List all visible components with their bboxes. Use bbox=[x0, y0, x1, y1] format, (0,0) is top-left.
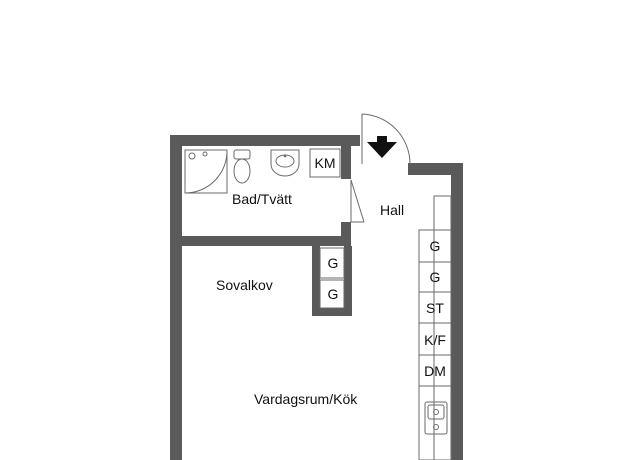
wall-bath-right-lower bbox=[341, 222, 351, 246]
toilet-tank bbox=[233, 149, 251, 160]
wall-left bbox=[170, 135, 182, 460]
bath-door-leaf bbox=[350, 179, 365, 223]
toilet bbox=[233, 149, 251, 184]
door-swing-icon bbox=[361, 113, 411, 165]
wall-top-left bbox=[170, 135, 360, 146]
wall-bath-bottom bbox=[170, 236, 350, 246]
wardrobe-unit-2 bbox=[319, 279, 345, 309]
kitchen-sink-icon bbox=[424, 401, 448, 435]
wall-wardrobe-bottom bbox=[312, 308, 352, 316]
bathroom-door[interactable] bbox=[350, 179, 365, 223]
sink-basin bbox=[427, 404, 445, 420]
kitchen-unit-label: G bbox=[430, 238, 441, 254]
wardrobe-label-2: G bbox=[328, 286, 339, 302]
door-swing-icon bbox=[350, 180, 364, 223]
toilet-icon bbox=[233, 158, 251, 184]
entrance-door[interactable] bbox=[361, 113, 411, 165]
wardrobe-unit-1 bbox=[319, 247, 345, 279]
wall-bath-right-upper bbox=[341, 135, 351, 179]
kitchen-worktop bbox=[418, 229, 452, 460]
sink-drain-2 bbox=[433, 424, 439, 430]
shower-icon bbox=[184, 149, 228, 194]
room-label-bedroom-alcove: Sovalkov bbox=[216, 277, 273, 293]
wall-right bbox=[451, 163, 463, 460]
kitchen-unit-label: K/F bbox=[424, 332, 446, 348]
kitchen-unit-label: G bbox=[430, 269, 441, 285]
wall-top-right bbox=[408, 163, 463, 175]
entrance-arrow-stem bbox=[377, 136, 387, 144]
shower bbox=[184, 149, 228, 194]
room-label-living-kitchen: Vardagsrum/Kök bbox=[254, 391, 358, 407]
washing-machine-box bbox=[309, 148, 341, 178]
washing-machine-label: KM bbox=[315, 155, 336, 171]
wardrobe-label-1: G bbox=[328, 255, 339, 271]
kitchen-unit-label: DM bbox=[424, 363, 446, 379]
kitchen-counter: G G ST K/F DM bbox=[418, 195, 452, 460]
washbasin-icon bbox=[270, 149, 300, 177]
washbasin bbox=[270, 149, 300, 177]
shower-head bbox=[188, 152, 196, 160]
wall-wardrobe-left bbox=[312, 246, 320, 316]
wardrobe: G G bbox=[319, 247, 345, 309]
sink-drain bbox=[433, 409, 439, 415]
room-label-bathroom: Bad/Tvätt bbox=[232, 191, 292, 207]
shower-valve bbox=[202, 151, 208, 157]
wall-wardrobe-right bbox=[344, 246, 352, 316]
washing-machine: KM bbox=[309, 148, 341, 178]
basin-drain bbox=[283, 154, 287, 158]
walls bbox=[170, 135, 463, 460]
shower-tray bbox=[184, 149, 228, 194]
kitchen-unit-label: ST bbox=[426, 300, 444, 316]
kitchen-sink bbox=[424, 401, 448, 435]
kitchen-upper-cabinets bbox=[433, 195, 452, 460]
entrance-arrow-icon bbox=[367, 142, 397, 158]
room-label-hall: Hall bbox=[380, 202, 404, 218]
